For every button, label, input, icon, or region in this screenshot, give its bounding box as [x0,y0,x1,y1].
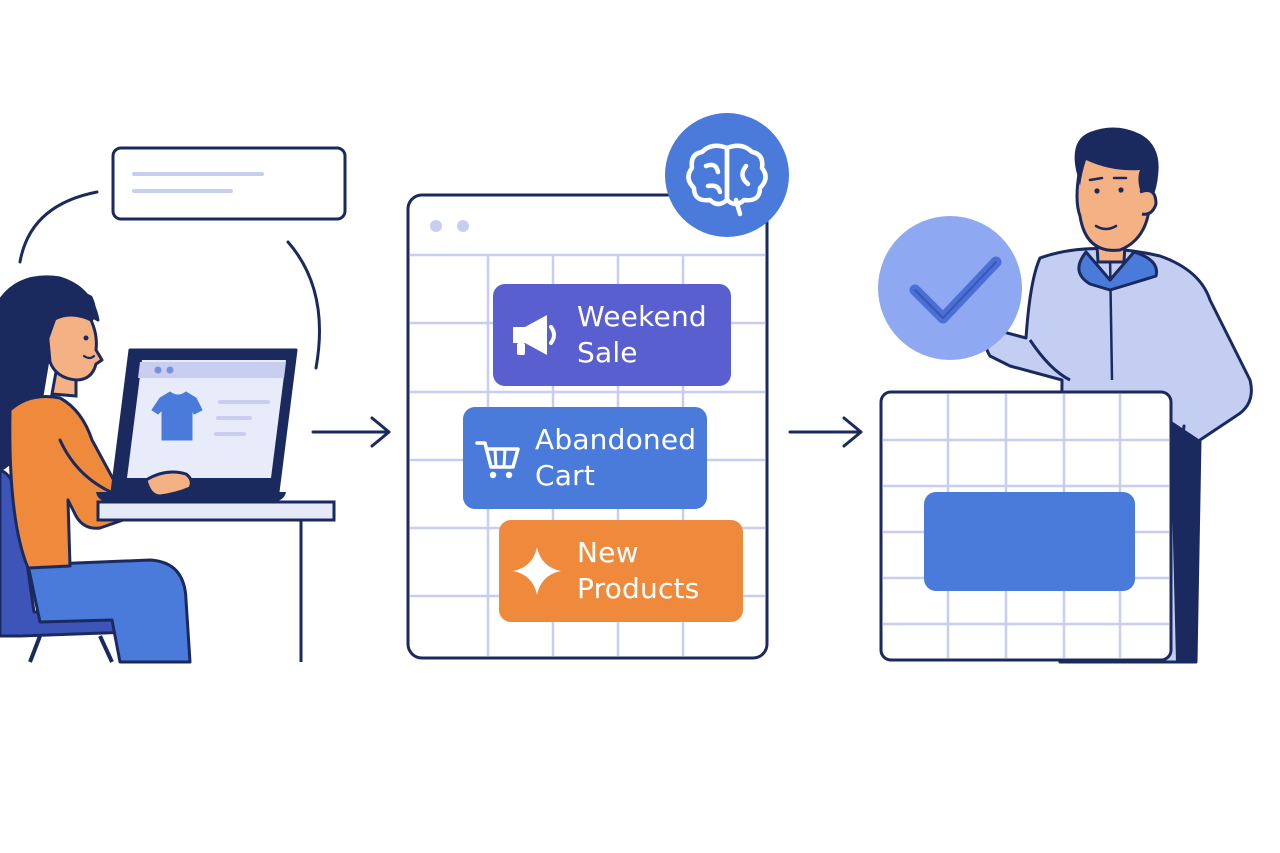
marketer-pants [1170,420,1200,662]
tshirt-icon [151,391,203,441]
cart-icon [475,435,521,481]
marketer-arm [1028,339,1071,382]
campaign-board [879,390,1173,662]
segment-label: Weekend Sale [577,300,707,369]
arrow-right-icon [311,416,391,448]
selected-segment-block [924,492,1135,591]
thought-bubble [111,146,347,221]
woman-head [36,288,104,398]
thought-arc-right [286,240,321,370]
marketer-hand [1170,424,1186,460]
ai-badge [665,113,789,237]
laptop [96,348,298,502]
brain-icon [686,143,768,217]
segment-tag-abandoned-cart[interactable]: Abandoned Cart [463,407,707,509]
marketer-head [1074,127,1159,252]
woman-hand [144,470,193,498]
woman-legs [26,558,192,664]
approval-badge [878,216,1022,360]
segment-tag-new-products[interactable]: New Products [499,520,743,622]
segment-tag-weekend-sale[interactable]: Weekend Sale [493,284,731,386]
segment-label: Abandoned Cart [535,423,697,492]
segment-label: New Products [577,536,700,605]
thought-arc-left [18,190,99,264]
customer-browsing-illustration [0,146,347,664]
megaphone-icon [507,307,563,363]
checkmark-icon [909,256,1002,324]
woman-arm [58,438,154,498]
arrow-right-icon [788,416,863,448]
shirt-collar [1077,250,1159,292]
sparkle-icon [511,545,563,597]
shirt-placket [1108,255,1114,381]
woman-torso [8,395,160,570]
